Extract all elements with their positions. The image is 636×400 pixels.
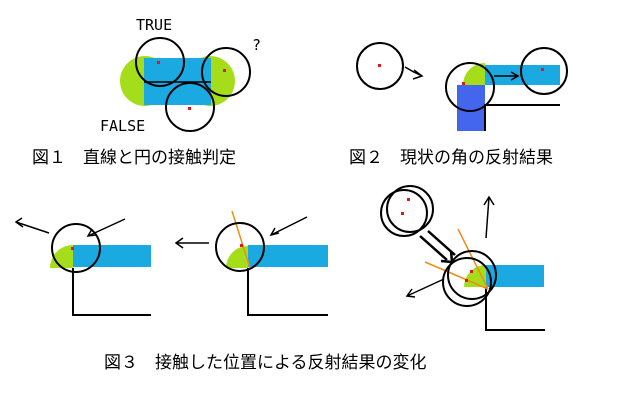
fig3a-arrow-in: [86, 218, 126, 237]
fig3c-cyan-segment: [486, 265, 544, 287]
fig3b-circle: [215, 222, 265, 272]
fig3b-center-dot: [240, 244, 243, 247]
figure-3-panel-b: [174, 210, 328, 316]
figure-2-current-reflection: [356, 42, 568, 131]
fig1-center-dot: [188, 107, 191, 110]
fig3c-circle-contact-1: [447, 250, 497, 300]
fig2-arrow-in: [404, 66, 424, 80]
fig2-cyan-segment: [485, 65, 560, 85]
fig3c-center-dot: [407, 198, 410, 201]
false-label: FALSE: [100, 117, 146, 135]
fig1-circle-false: [165, 82, 215, 132]
fig2-lime-corner: [463, 63, 485, 85]
fig2-circle-outgoing: [520, 47, 568, 95]
fig3c-arrow-out-left: [405, 278, 445, 298]
fig3c-circle-incoming-2: [386, 185, 434, 233]
fig3b-lime-corner: [226, 246, 248, 268]
fig3c-arrow-in: [419, 230, 456, 264]
fig3a-cyan-segment: [73, 245, 151, 267]
fig3c-wall-outline: [485, 287, 545, 331]
fig1-center-dot: [223, 69, 226, 72]
fig3b-wall-outline: [247, 268, 328, 316]
fig3a-center-dot: [71, 247, 74, 250]
true-label: TRUE: [136, 16, 173, 34]
fig3c-arrow-out-up: [483, 195, 495, 239]
fig2-wall-outline: [484, 104, 560, 131]
fig2-center-dot: [541, 68, 544, 71]
fig3c-circle-contact-2: [442, 257, 492, 307]
fig1-center-dot: [157, 61, 160, 64]
figure-1-caption: 図１ 直線と円の接触判定: [32, 148, 236, 168]
fig3a-wall-outline: [72, 268, 151, 316]
question-mark: ?: [252, 36, 262, 54]
figure-3-panel-a: [14, 217, 151, 316]
figure-3-panel-c: [380, 185, 545, 331]
fig3b-cyan-segment: [248, 245, 328, 267]
fig2-center-dot: [462, 82, 465, 85]
fig3a-arrow-out: [14, 217, 50, 234]
fig3c-center-dot: [465, 279, 468, 282]
fig3b-arrow-in: [269, 216, 308, 237]
figure-3-caption: 図３ 接触した位置による反射結果の変化: [104, 353, 427, 373]
fig3c-normal-line: [424, 261, 489, 290]
fig3b-arrow-out: [174, 237, 209, 249]
fig2-center-dot: [378, 64, 381, 67]
fig3c-center-dot: [470, 270, 473, 273]
fig1-circle-true: [135, 37, 185, 87]
fig3b-normal-line: [231, 210, 251, 269]
figure-2-caption: 図２ 現状の角の反射結果: [349, 148, 553, 168]
fig1-circle-question: [201, 47, 251, 97]
fig2-circle-incoming: [356, 42, 404, 90]
fig3c-center-dot: [401, 212, 404, 215]
fig3a-circle: [51, 223, 101, 273]
fig2-arrow-out: [494, 71, 520, 81]
figure-1-contact-test: [120, 37, 251, 132]
fig3c-circle-incoming-1: [380, 189, 428, 237]
fig2-circle-contact: [445, 62, 495, 112]
